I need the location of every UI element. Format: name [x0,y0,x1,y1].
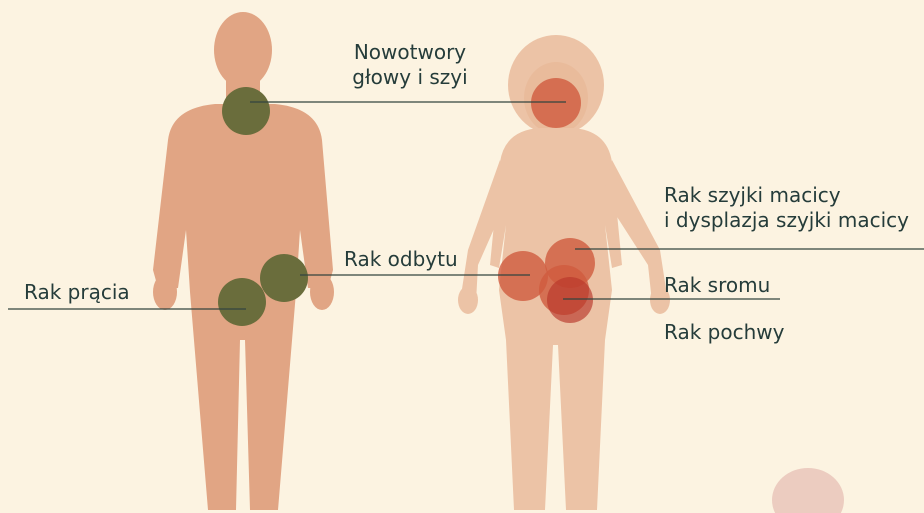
anal-site-marker [260,254,308,302]
head-neck-site-marker-female [531,78,581,128]
vaginal-label: Rak pochwy [664,320,784,345]
cervical-label-line-2: i dysplazja szyjki macicy [664,208,909,233]
head-neck-label-line-1: Nowotwory [330,40,490,65]
head-neck-site-marker [222,87,270,135]
head-neck-label-line-2: głowy i szyi [330,65,490,90]
vulvar-label: Rak sromu [664,273,770,298]
head-neck-label: Nowotwory głowy i szyi [330,40,490,90]
vaginal-site-marker [547,277,593,323]
penile-site-marker [218,278,266,326]
partial-figure-head [772,468,844,513]
anal-label: Rak odbytu [344,247,458,272]
cervical-label-line-1: Rak szyjki macicy [664,183,909,208]
penile-label: Rak prącia [24,280,130,305]
cervical-label: Rak szyjki macicy i dysplazja szyjki mac… [664,183,909,233]
male-figure [153,12,334,510]
